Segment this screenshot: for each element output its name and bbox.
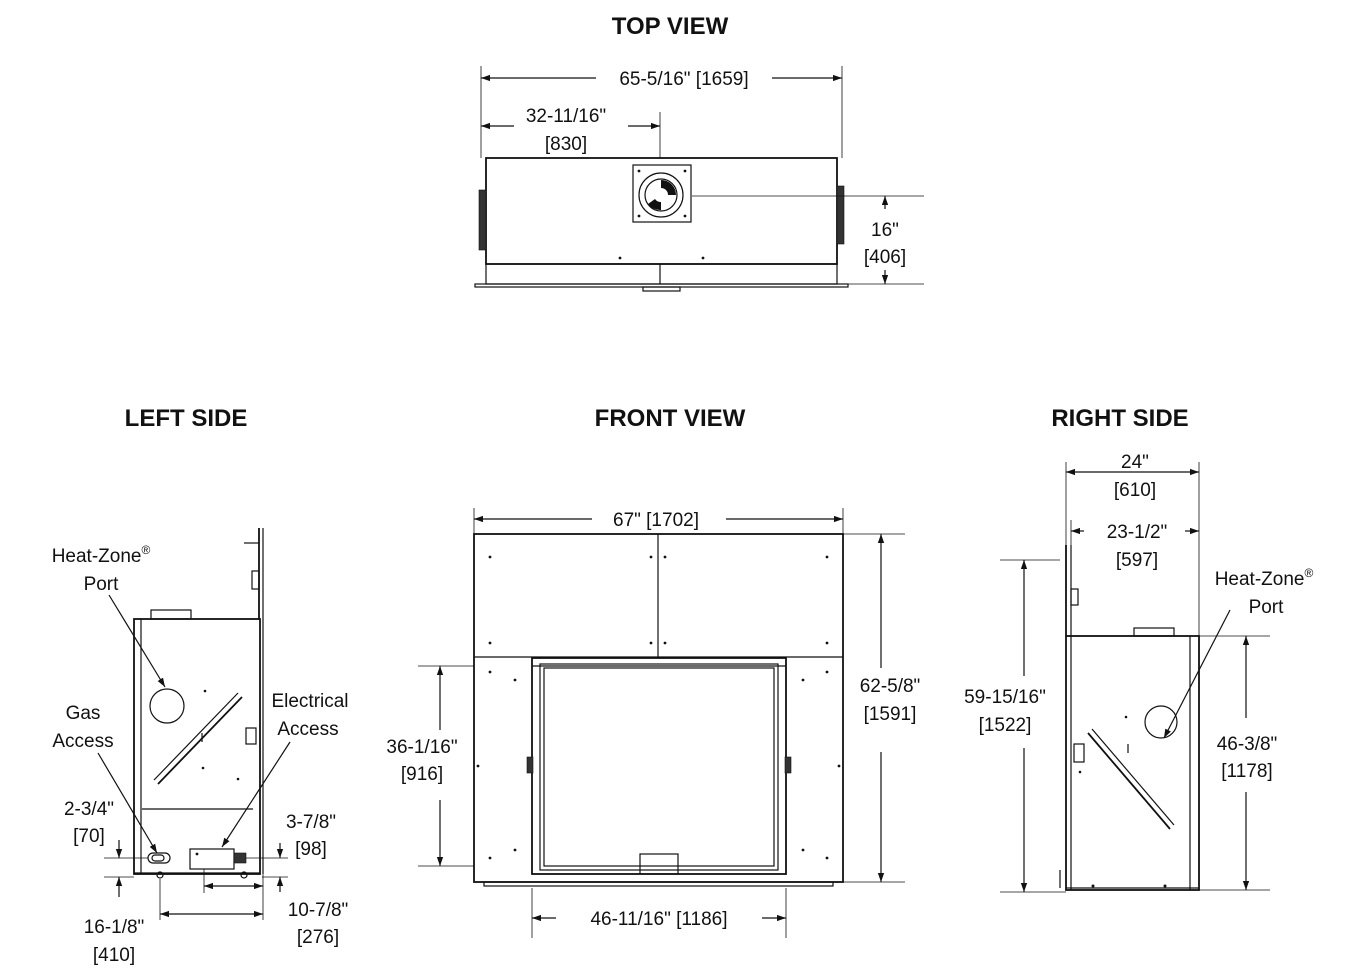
top-depth-in: 16": [871, 220, 899, 241]
gas-label: Gas: [66, 703, 101, 724]
right-side-title: RIGHT SIDE: [1051, 405, 1188, 432]
front-view-title: FRONT VIEW: [595, 405, 746, 432]
elec-height-mm: [98]: [295, 839, 327, 860]
opening-width: 46-11/16" [1186]: [590, 909, 727, 930]
left-heatzone-label: Heat-Zone®: [52, 543, 151, 567]
electrical-label: Electrical: [271, 691, 348, 712]
gas-height-mm: [70]: [73, 826, 105, 847]
electrical-access-label: Access: [277, 719, 338, 740]
front-view: 67" [1702]: [386, 508, 920, 938]
right-port-height-in: 46-3/8": [1217, 734, 1278, 755]
gas-offset-mm: [410]: [93, 945, 135, 966]
elec-offset-in: 10-7/8": [288, 900, 349, 921]
opening-height-in: 36-1/16": [386, 737, 457, 758]
front-height-mm: [1591]: [864, 704, 917, 725]
elec-height-in: 3-7/8": [286, 812, 336, 833]
top-view-title: TOP VIEW: [612, 13, 729, 40]
right-body-depth-in: 23-1/2": [1107, 522, 1168, 543]
right-body-depth-mm: [597]: [1116, 550, 1158, 571]
right-side-view: 24" [610] 23-1/2" [597] Heat-Zone® Port: [964, 452, 1314, 893]
front-width: 67" [1702]: [613, 510, 699, 531]
right-port-height-mm: [1178]: [1221, 761, 1272, 782]
right-overall-height-in: 59-15/16": [964, 687, 1046, 708]
right-depth-mm: [610]: [1114, 480, 1156, 501]
top-depth-mm: [406]: [864, 247, 906, 268]
left-side-view: Heat-Zone® Port Gas Access Electrical Ac…: [52, 528, 349, 966]
top-center-in: 32-11/16": [526, 106, 606, 127]
elec-offset-mm: [276]: [297, 927, 339, 948]
gas-access-label: Access: [52, 731, 113, 752]
right-heatzone-label: Heat-Zone®: [1215, 566, 1314, 590]
right-overall-height-mm: [1522]: [979, 715, 1032, 736]
left-heatzone-port: Port: [84, 574, 120, 595]
top-overall-width: 65-5/16" [1659]: [619, 69, 748, 90]
front-height-in: 62-5/8": [860, 676, 921, 697]
gas-offset-in: 16-1/8": [84, 917, 145, 938]
left-side-title: LEFT SIDE: [125, 405, 248, 432]
right-depth-in: 24": [1121, 452, 1149, 473]
top-center-mm: [830]: [545, 134, 587, 155]
opening-height-mm: [916]: [401, 764, 443, 785]
right-heatzone-port: Port: [1249, 597, 1285, 618]
top-view: 65-5/16" [1659] 32-11/16" [830] 16" [40: [474, 66, 924, 292]
gas-height-in: 2-3/4": [64, 799, 114, 820]
